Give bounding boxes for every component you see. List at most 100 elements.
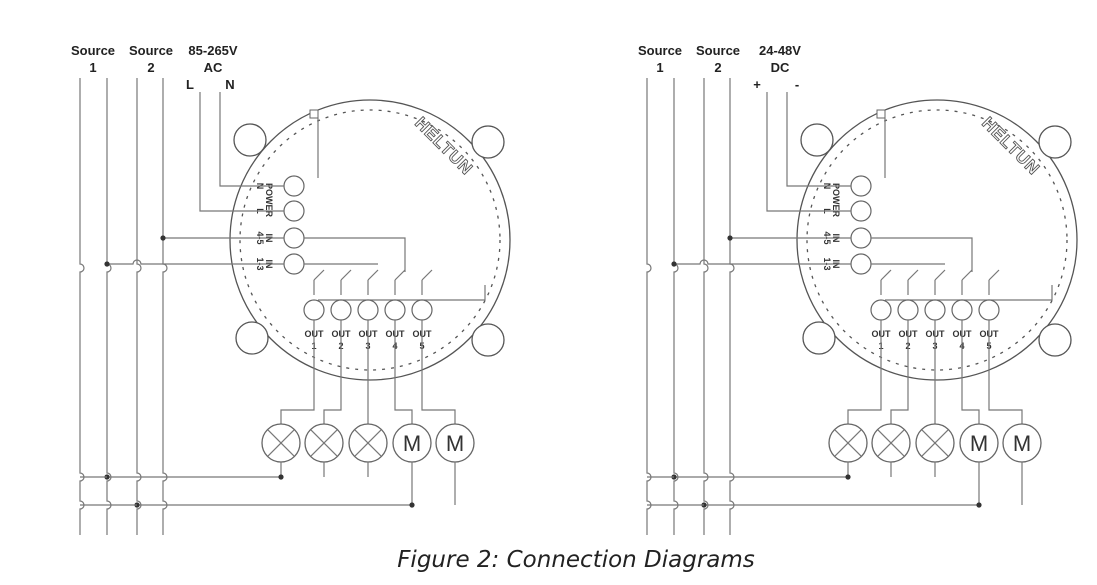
device-inner-ring: [806, 109, 1068, 371]
supply-pole-a: L: [186, 77, 194, 92]
junction-dot: [845, 474, 851, 480]
source-bus-line: [106, 78, 112, 535]
output-wire: [421, 320, 456, 424]
junction-dot: [727, 235, 733, 241]
device-outline: [229, 99, 511, 381]
supply-wire-b: [786, 92, 851, 187]
supply-pole-b: -: [795, 77, 799, 92]
supply-type: DC: [771, 60, 790, 75]
mounting-notch: [235, 321, 269, 355]
return-wire: [674, 462, 849, 478]
return-wire: [107, 462, 282, 478]
return-wire: [704, 462, 980, 506]
return-wire: [137, 462, 413, 506]
diagram-dc: Source1Source224-48VDC+-HELTUNPOWERNLIN4…: [638, 43, 1078, 535]
mounting-notch: [471, 323, 505, 357]
supply-wire-a: [766, 92, 851, 212]
return-wire: [890, 462, 936, 477]
junction-dot: [278, 474, 284, 480]
device-inner-ring: [239, 109, 501, 371]
relay-contact: [934, 269, 946, 281]
supply-voltage: 24-48V: [759, 43, 801, 58]
source-bus-line: [673, 78, 679, 535]
output-terminal: [870, 299, 892, 321]
mounting-notch: [233, 123, 267, 157]
input-terminal: [283, 175, 305, 197]
relay-contact: [340, 269, 352, 281]
output-wire: [394, 320, 413, 424]
source-bus-line: [646, 78, 652, 535]
output-wire: [988, 320, 1023, 424]
lamp-cross: [310, 429, 338, 457]
lamp-cross: [921, 429, 949, 457]
junction-dot: [976, 502, 982, 508]
output-wire: [961, 320, 980, 424]
supply-pole-a: +: [753, 77, 761, 92]
junction-dot: [104, 261, 110, 267]
source1-number: 1: [89, 60, 96, 75]
input-terminal: [283, 227, 305, 249]
mounting-notch: [800, 123, 834, 157]
internal-bus: [871, 237, 973, 272]
input-wire-13: [674, 259, 851, 265]
source1-label: Source: [638, 43, 682, 58]
relay-contact: [961, 269, 973, 281]
brand-logo: HELTUN: [978, 113, 1044, 179]
output-terminal: [924, 299, 946, 321]
input-terminal: [850, 253, 872, 275]
mounting-notch: [1038, 323, 1072, 357]
output-wire: [323, 320, 342, 424]
source-bus-line: [79, 78, 85, 535]
device-outline: [796, 99, 1078, 381]
source-bus-line: [729, 78, 735, 535]
output-terminal: [357, 299, 379, 321]
motor-symbol: M: [446, 431, 464, 456]
device-compartment: [317, 118, 486, 301]
input-wire-13: [107, 259, 284, 265]
output-terminal: [951, 299, 973, 321]
mounting-notch: [802, 321, 836, 355]
source2-label: Source: [696, 43, 740, 58]
relay-contact: [313, 269, 325, 281]
source2-label: Source: [129, 43, 173, 58]
lamp-cross: [354, 429, 382, 457]
mounting-notch: [471, 125, 505, 159]
source2-number: 2: [147, 60, 154, 75]
internal-bus: [304, 237, 406, 272]
source2-number: 2: [714, 60, 721, 75]
device-mark: [309, 109, 319, 119]
motor-symbol: M: [970, 431, 988, 456]
lamp-cross: [834, 429, 862, 457]
output-wire: [847, 320, 882, 424]
supply-voltage: 85-265V: [188, 43, 237, 58]
lamp-cross: [267, 429, 295, 457]
input-terminal: [283, 253, 305, 275]
supply-pole-b: N: [225, 77, 234, 92]
output-terminal: [384, 299, 406, 321]
source-bus-line: [136, 78, 142, 535]
relay-contact: [880, 269, 892, 281]
relay-contact: [367, 269, 379, 281]
device-compartment: [884, 118, 1053, 301]
source1-number: 1: [656, 60, 663, 75]
terminal-label: POWER: [264, 183, 274, 218]
motor-symbol: M: [403, 431, 421, 456]
junction-dot: [671, 261, 677, 267]
supply-wire-a: [199, 92, 284, 212]
relay-contact: [421, 269, 433, 281]
relay-contact: [907, 269, 919, 281]
supply-wire-b: [219, 92, 284, 187]
relay-contact: [394, 269, 406, 281]
input-terminal: [850, 175, 872, 197]
relay-contact: [988, 269, 1000, 281]
return-wire: [323, 462, 369, 477]
output-terminal: [303, 299, 325, 321]
output-wire: [890, 320, 909, 424]
input-terminal: [850, 227, 872, 249]
source-bus-line: [703, 78, 709, 535]
output-terminal: [411, 299, 433, 321]
device-mark: [876, 109, 886, 119]
source1-label: Source: [71, 43, 115, 58]
